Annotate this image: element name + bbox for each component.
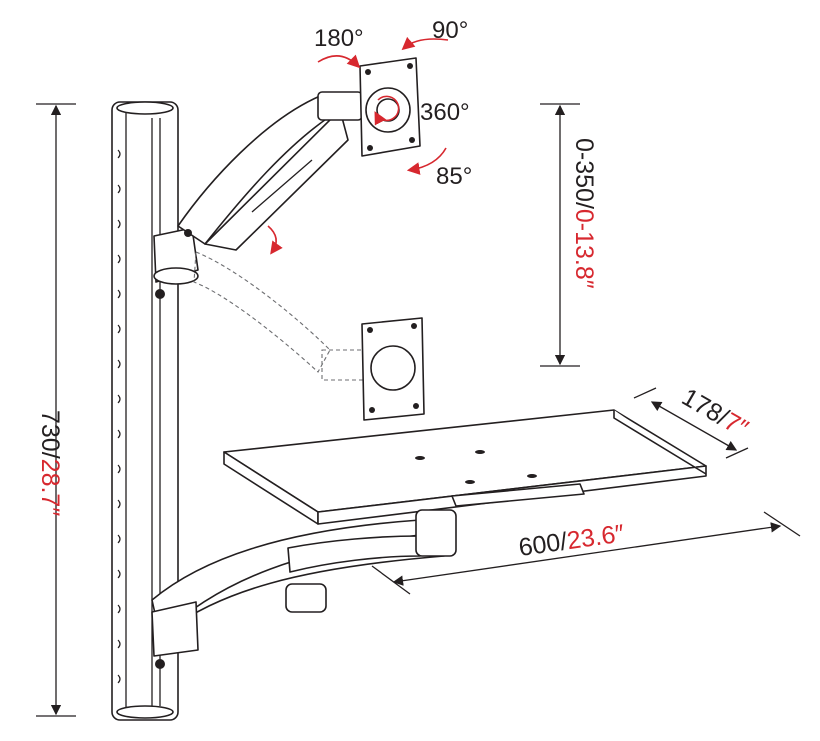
height-inch: 28.7″ [36,459,64,517]
vertical-travel-label: 0-350/0-13.8″ [570,138,598,289]
depth-label: 178/7″ [677,383,753,443]
depth-tick-front [725,447,749,459]
width-label: 600/23.6″ [517,519,626,562]
travel-inch: 0-13.8″ [570,209,598,289]
tilt-up-arrow [401,36,449,51]
travel-mm: 0-350/ [570,138,598,209]
swivel-arrow [317,54,361,69]
rail-bottom-cap [116,705,174,719]
ghost-arm [193,251,331,373]
depth-dimension-line [650,401,738,451]
tray-support-arm [151,509,457,657]
keyboard-tray [223,409,707,525]
width-dimension: 600/23.6″ [371,511,801,595]
arm-pivot [285,583,327,613]
tray-rail [451,483,585,507]
vertical-travel-dimension: 0-350/0-13.8″ [540,103,598,367]
vesa-plate-upper [317,36,449,175]
arm-detail-line [251,159,313,213]
depth-tick-back [633,387,657,399]
width-dimension-line [392,522,782,586]
height-mm: 730/ [36,410,64,459]
rotate-angle-label: 360° [420,99,470,126]
height-label: 730/28.7″ [36,410,64,516]
monitor-arm-clamp [153,227,199,285]
rotate-arrow [374,95,400,126]
ghost-joint [321,349,367,381]
arm-pivot-screw [184,229,192,237]
tray-clamp [151,601,199,657]
tray-pivot [415,509,457,557]
arm-lower-segment [204,109,349,251]
clamp-collar [153,267,199,285]
tilt-down-angle-label: 85° [436,163,472,190]
rail-knob-upper [155,289,165,299]
ghost-vesa-disc [370,345,416,391]
width-tick-left [371,565,411,595]
width-mm: 600/ [517,527,569,562]
tilt-down-arrow [406,147,447,175]
tilt-joint [317,91,363,121]
rail-top-cap [116,101,174,115]
swivel-angle-label: 180° [314,25,364,52]
monitor-arm [177,91,363,255]
width-tick-right [763,511,801,537]
rail-slots [117,149,121,684]
rail-knob-lower [155,659,165,669]
arm-tilt-arrow [267,225,283,255]
monitor-arm-ghost [193,251,425,421]
tilt-up-angle-label: 90° [432,17,468,44]
height-dimension: 730/28.7″ [36,103,76,717]
